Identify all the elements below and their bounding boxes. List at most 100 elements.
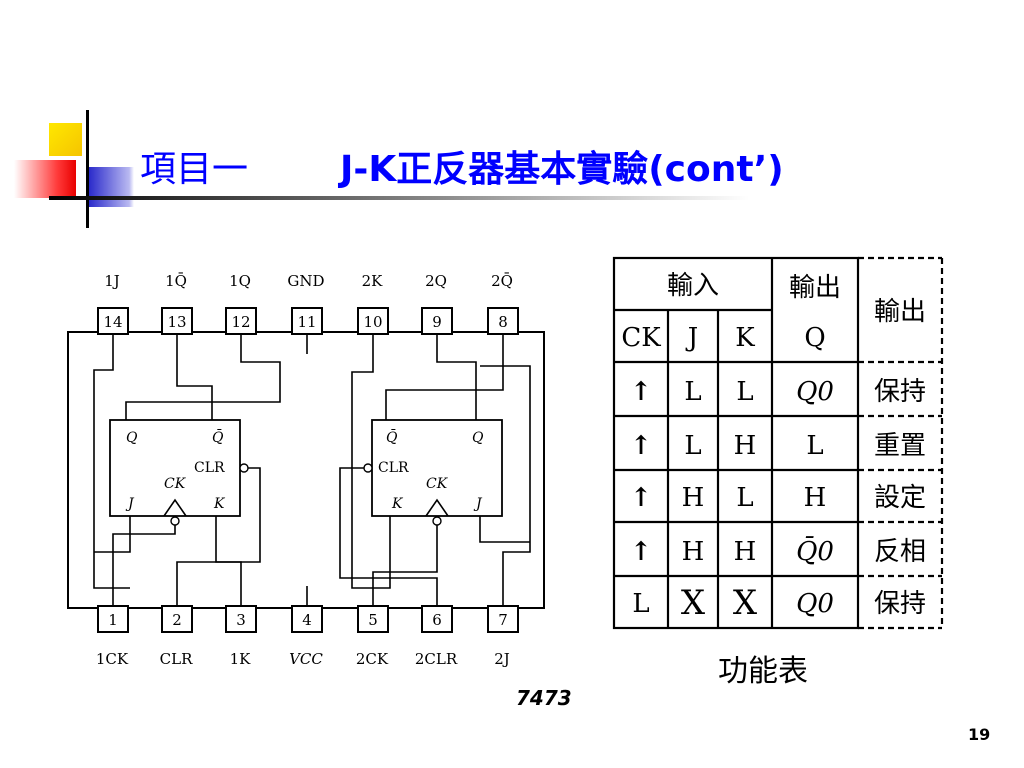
row1-k: L — [736, 377, 753, 407]
pin-num-14: 14 — [103, 313, 122, 331]
pin-label-1: 1CK — [96, 650, 129, 668]
pin-num-7: 7 — [498, 611, 508, 629]
bottom-pin-numbers: 1 2 3 4 5 6 7 — [108, 611, 508, 629]
ic-7473-pinout-diagram: 1J 1Q̄ 1Q GND 2K 2Q 2Q̄ 14 13 12 11 10 9… — [67, 272, 545, 668]
col-k: K — [735, 323, 755, 353]
ff1-clock-bubble — [170, 516, 180, 526]
row4-ck: ↑ — [630, 537, 652, 567]
pin-num-8: 8 — [498, 313, 508, 331]
row4-q: Q̄0 — [796, 535, 834, 567]
decor-title-underline — [49, 196, 749, 200]
decor-yellow-square — [49, 123, 82, 156]
ff2-clr: CLR — [378, 460, 409, 476]
pin-label-8: 2Q̄ — [491, 272, 513, 290]
row2-note: 重置 — [874, 431, 926, 461]
col-j: J — [685, 323, 698, 353]
page-number: 19 — [968, 725, 991, 744]
pin-num-4: 4 — [302, 611, 312, 629]
row1-ck: ↑ — [630, 377, 652, 407]
ff2-qbar: Q̄ — [386, 428, 398, 446]
pin-9 — [421, 307, 453, 335]
row4-k: H — [734, 537, 757, 567]
ff1-qbar: Q̄ — [212, 428, 224, 446]
ff1-clr: CLR — [194, 460, 225, 476]
flip-flop-2-labels: Q̄ Q CLR CK K J — [378, 428, 484, 512]
pin-label-2: CLR — [160, 650, 193, 668]
input-header: 輸入 — [667, 271, 719, 301]
ff1-clock-triangle — [163, 498, 187, 517]
top-pins — [97, 307, 519, 335]
pin-label-7: 2J — [494, 650, 510, 668]
ff2-clock-triangle — [425, 498, 449, 517]
output-note-header: 輸出 — [874, 297, 926, 327]
function-table-caption: 功能表 — [718, 654, 808, 689]
row1-j: L — [684, 377, 701, 407]
pin-label-11: GND — [287, 272, 324, 290]
row3-ck: ↑ — [630, 483, 652, 513]
row5-k: X — [733, 583, 758, 623]
title-section: 項目一 — [140, 149, 249, 190]
pin-1 — [97, 605, 129, 633]
row1-q: Q0 — [796, 377, 834, 407]
slide-title: 項目一 J-K正反器基本實驗(cont’) — [140, 140, 784, 192]
row4-note: 反相 — [874, 537, 926, 567]
pin-label-14: 1J — [104, 272, 120, 290]
ff2-clock-bubble — [432, 516, 442, 526]
function-table: 輸入 輸出 輸出 CK J K Q ↑ L L Q0 保持 ↑ L H L 重置… — [612, 256, 944, 630]
pin-label-13: 1Q̄ — [165, 272, 187, 290]
row2-ck: ↑ — [630, 431, 652, 461]
pin-11 — [291, 307, 323, 335]
pin-num-5: 5 — [368, 611, 378, 629]
pin-num-12: 12 — [231, 313, 250, 331]
note-column-grid — [858, 256, 944, 630]
row2-k: H — [734, 431, 757, 461]
ff1-clr-bubble — [239, 463, 249, 473]
decor-vertical-line — [86, 110, 89, 228]
pin-label-4: VCC — [289, 650, 323, 668]
ff2-j: J — [473, 496, 483, 512]
pin-num-10: 10 — [363, 313, 382, 331]
internal-wiring — [93, 334, 531, 606]
ic-body — [67, 331, 545, 609]
row2-q: L — [806, 431, 823, 461]
row5-q: Q0 — [796, 589, 834, 619]
row3-note: 設定 — [874, 483, 926, 513]
pin-num-3: 3 — [236, 611, 246, 629]
pin-num-13: 13 — [167, 313, 186, 331]
pin-label-10: 2K — [362, 272, 384, 290]
ff1-ck: CK — [164, 476, 187, 492]
row5-note: 保持 — [874, 589, 926, 619]
pin-num-1: 1 — [108, 611, 118, 629]
ff2-k: K — [391, 496, 404, 512]
row5-j: X — [681, 583, 706, 623]
decor-blue-square — [86, 167, 134, 207]
ff2-clr-bubble — [363, 463, 373, 473]
chip-part-number: 7473 — [516, 686, 572, 710]
row1-note: 保持 — [874, 377, 926, 407]
pin-label-12: 1Q — [229, 272, 251, 290]
bottom-pins — [97, 605, 519, 633]
row5-ck: L — [632, 589, 649, 619]
ff2-ck: CK — [426, 476, 449, 492]
ff2-q: Q — [472, 430, 484, 446]
row3-q: H — [804, 483, 827, 513]
col-ck: CK — [621, 323, 661, 353]
pin-label-5: 2CK — [356, 650, 389, 668]
col-q: Q — [804, 323, 825, 353]
ff1-j: J — [125, 496, 135, 512]
pin-label-3: 1K — [230, 650, 252, 668]
pin-label-9: 2Q — [425, 272, 447, 290]
bottom-pin-labels: 1CK CLR 1K VCC 2CK 2CLR 2J — [96, 650, 510, 668]
pin-label-6: 2CLR — [415, 650, 458, 668]
top-pin-labels: 1J 1Q̄ 1Q GND 2K 2Q 2Q̄ — [104, 272, 513, 290]
pin-num-9: 9 — [432, 313, 442, 331]
flip-flop-1-labels: Q Q̄ CLR CK J K — [125, 428, 226, 512]
decor-red-square — [14, 160, 76, 198]
title-topic: J-K正反器基本實驗(cont’) — [340, 149, 784, 190]
top-pin-numbers: 14 13 12 11 10 9 8 — [103, 313, 507, 331]
pin-num-2: 2 — [172, 611, 182, 629]
ff1-k: K — [213, 496, 226, 512]
output-header: 輸出 — [789, 273, 841, 303]
row3-k: L — [736, 483, 753, 513]
row4-j: H — [682, 537, 705, 567]
